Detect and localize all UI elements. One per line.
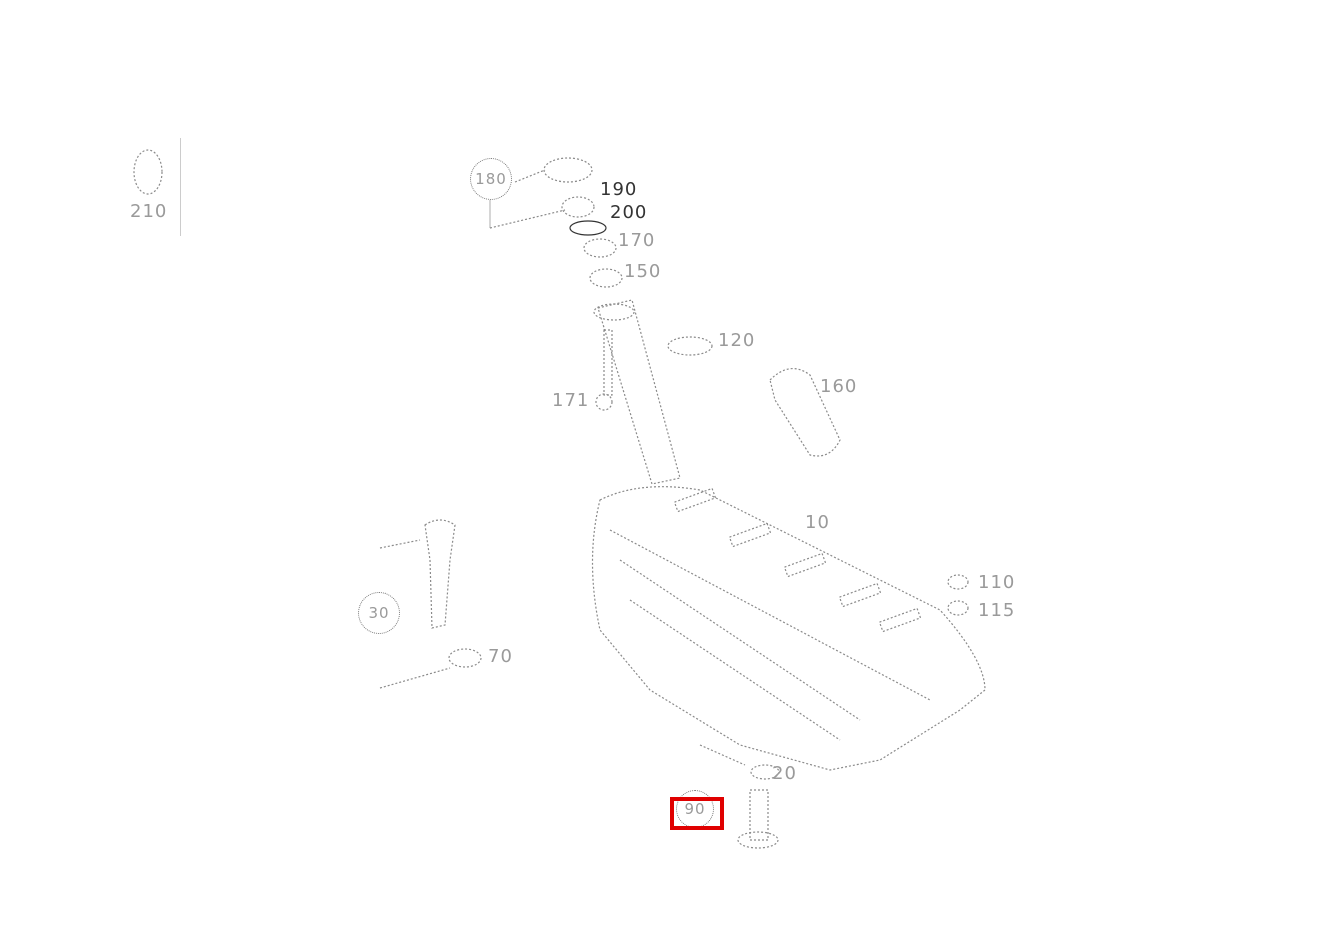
callout-70[interactable]: 70 <box>488 646 513 667</box>
callout-20[interactable]: 20 <box>772 763 797 784</box>
drain-plug <box>749 789 769 841</box>
callout-10[interactable]: 10 <box>805 512 830 533</box>
cap-part-190 <box>543 157 593 183</box>
grommet-115 <box>947 600 969 616</box>
callout-180[interactable]: 180 <box>470 158 512 200</box>
callout-110[interactable]: 110 <box>978 572 1016 593</box>
callout-160[interactable]: 160 <box>820 376 858 397</box>
washer-part-70 <box>448 648 482 668</box>
seal-part-200 <box>561 196 595 218</box>
callout-190[interactable]: 190 <box>600 179 638 200</box>
clamp-part-170 <box>583 238 617 258</box>
callout-200[interactable]: 200 <box>610 202 648 223</box>
callout-150[interactable]: 150 <box>624 261 662 282</box>
fuel-tank-10 <box>591 486 986 771</box>
callout-115[interactable]: 115 <box>978 600 1016 621</box>
ring-part-210 <box>133 149 163 195</box>
nut-part-171 <box>595 393 613 411</box>
filler-neck-pipe <box>597 299 681 485</box>
hose-clip-120 <box>667 336 713 356</box>
callout-170[interactable]: 170 <box>618 230 656 251</box>
bolt-assembly <box>424 519 456 629</box>
gasket-part <box>569 220 607 236</box>
legend-label-210: 210 <box>130 201 168 222</box>
nut-part-20 <box>750 764 780 780</box>
legend-separator <box>180 138 181 236</box>
sender-unit-160 <box>769 368 841 457</box>
grommet-110 <box>947 574 969 590</box>
callout-30[interactable]: 30 <box>358 592 400 634</box>
callout-171[interactable]: 171 <box>552 390 590 411</box>
clamp-part-150 <box>589 268 623 288</box>
callout-120[interactable]: 120 <box>718 330 756 351</box>
highlight-box-90 <box>670 797 724 830</box>
